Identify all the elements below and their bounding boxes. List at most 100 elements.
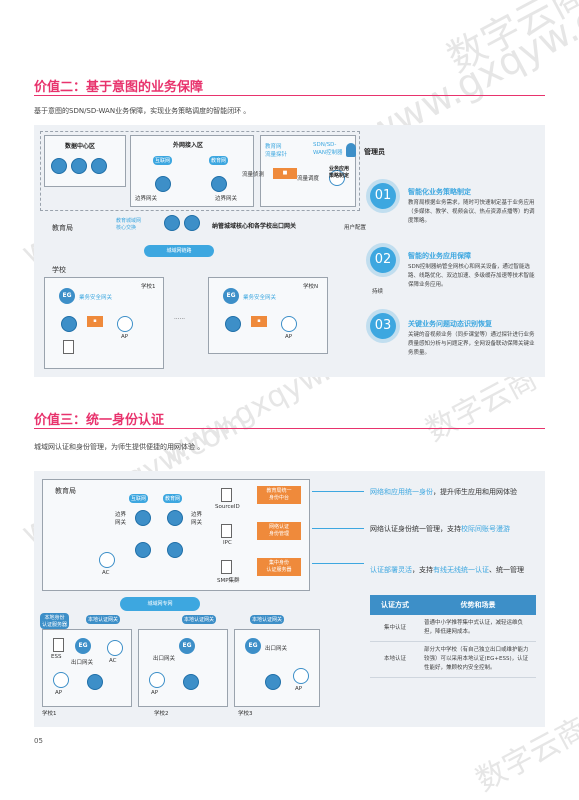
switch-icon bbox=[87, 674, 103, 690]
section3-divider bbox=[34, 428, 545, 429]
note-2: 网络认证身份统一管理，支持校际间账号漫游 bbox=[370, 524, 540, 535]
feature-title: 智能的业务应用保障 bbox=[408, 252, 471, 260]
ipc-label: IPC bbox=[223, 540, 232, 546]
note-highlight: 校际间账号漫游 bbox=[461, 525, 510, 533]
table-cell: 普通中小学推荐集中式认证，减轻运维负担，降低建网成本。 bbox=[420, 615, 536, 642]
table-header: 认证方式 bbox=[370, 595, 420, 615]
border-gateway-label: 边界 网关 bbox=[115, 512, 127, 526]
school2-label: 学校2 bbox=[154, 711, 169, 717]
schoolN-box: 学校N EG 業务安全网关 ▪ AP bbox=[208, 277, 328, 354]
section2-title: 价值二：基于意图的业务保障 bbox=[34, 80, 204, 95]
school2-box: EG 出口网关 AP bbox=[138, 629, 228, 707]
table-header: 优势和场景 bbox=[420, 595, 536, 615]
arrow-line bbox=[312, 563, 364, 564]
local-auth-label: 本地认证网关 bbox=[182, 615, 217, 624]
school1-box: ESS EG 出口网关 AC AP bbox=[42, 629, 132, 707]
flow-probe-label: 教育网 流量探针 bbox=[265, 144, 288, 158]
controller-icon bbox=[329, 170, 345, 186]
city-core-label: 纳管城域核心和各学校出口网关 bbox=[212, 223, 297, 230]
border-gateway-label: 边界 网关 bbox=[191, 512, 203, 526]
ipc-server-icon bbox=[221, 524, 232, 538]
ess-server-icon bbox=[53, 638, 64, 652]
feature-number: 03 bbox=[370, 313, 396, 339]
table-row: 本地认证 部分大中学校（有自己独立出口或维护能力较强）可以采用本地认证(EG+E… bbox=[370, 641, 536, 678]
device-icon: ▪ bbox=[87, 316, 103, 327]
auth-methods-table: 认证方式 优势和场景 集中认证 普通中小学推荐集中式认证，减轻运维负担，降低建网… bbox=[370, 595, 536, 678]
note-highlight: 网络和应用统一身份 bbox=[370, 488, 433, 496]
school3-box: EG 出口网关 AP bbox=[234, 629, 320, 707]
feature-title: 智能化业务策略制定 bbox=[408, 188, 471, 196]
border-gateway-label: 边界网关 bbox=[135, 196, 158, 202]
top-network-area bbox=[40, 131, 360, 211]
admin-icon bbox=[346, 143, 356, 157]
metro-network-cloud: 城域网链路 bbox=[144, 245, 214, 257]
ap-icon bbox=[53, 672, 69, 688]
schoolN-label: 学校N bbox=[303, 284, 319, 290]
exit-gateway-label: 出口网关 bbox=[71, 660, 94, 666]
edu-bureau-zone: 教育局 互联网 教育网 边界 网关 边界 网关 AC SourceID IPC … bbox=[42, 479, 310, 591]
note-highlight: 认证部署灵活 bbox=[370, 566, 412, 574]
router-icon bbox=[135, 510, 151, 526]
switch-icon bbox=[265, 674, 281, 690]
ap-label: AP bbox=[151, 690, 159, 696]
server-icon bbox=[91, 158, 107, 174]
note-text: 网络认证身份统一管理，支持 bbox=[370, 525, 461, 533]
arrow-line bbox=[312, 491, 364, 492]
smp-label: SMP集群 bbox=[217, 578, 240, 584]
feature-number: 01 bbox=[370, 183, 396, 209]
ac-icon bbox=[99, 552, 115, 568]
feature-title: 关键业务问题动态识别恢复 bbox=[408, 320, 492, 328]
page-number: 05 bbox=[34, 737, 43, 745]
ap-icon bbox=[281, 316, 297, 332]
eg-label: 業务安全网关 bbox=[79, 295, 113, 301]
server-icon bbox=[51, 158, 67, 174]
ess-label: ESS bbox=[51, 654, 62, 660]
external-access-zone: 外网接入区 互联网 教育网 边界网关 边界网关 bbox=[130, 135, 254, 207]
border-gateway-label: 边界网关 bbox=[215, 196, 238, 202]
section3-description: 城域网认证和身份管理，为师生提供便捷的用网体验 。 bbox=[34, 443, 205, 451]
ac-icon bbox=[107, 640, 123, 656]
probe-device: ■ bbox=[273, 168, 297, 179]
note-text: ，支持 bbox=[412, 566, 433, 574]
switch-icon bbox=[167, 542, 183, 558]
ellipsis: …… bbox=[174, 315, 185, 321]
ac-label: AC bbox=[102, 570, 110, 576]
smp-cluster-icon bbox=[221, 560, 232, 574]
feature-text: SDN控制器纳管全网核心和网关设备，通过智能选路、线路优化、双边加速、多级缓存加… bbox=[408, 264, 535, 288]
eg-gateway-icon: EG bbox=[179, 638, 195, 654]
ap-label: AP bbox=[121, 334, 129, 340]
eg-gateway-icon: EG bbox=[223, 288, 239, 304]
school1-label: 学校1 bbox=[141, 284, 156, 290]
school3-label: 学校3 bbox=[238, 711, 253, 717]
app-auth-box: 教育局统一 身份中台 bbox=[257, 486, 301, 504]
local-auth-label: 本地认证网关 bbox=[86, 615, 121, 624]
note-highlight: 有线无线统一认证 bbox=[433, 566, 489, 574]
user-config-label: 用户配置 bbox=[344, 225, 367, 231]
table-cell: 集中认证 bbox=[370, 615, 420, 642]
internet-cloud: 互联网 bbox=[153, 156, 173, 165]
eg-label: 業务安全网关 bbox=[243, 295, 277, 301]
device-icon: ▪ bbox=[251, 316, 267, 327]
sourceid-label: SourceID bbox=[215, 504, 240, 510]
ap-label: AP bbox=[285, 334, 293, 340]
table-row: 集中认证 普通中小学推荐集中式认证，减轻运维负担，降低建网成本。 bbox=[370, 615, 536, 642]
internet-cloud: 互联网 bbox=[129, 494, 149, 503]
section3-title: 价值三：统一身份认证 bbox=[34, 413, 165, 428]
router-icon bbox=[211, 176, 227, 192]
note-text: ，提升师生应用和用网体验 bbox=[433, 488, 517, 496]
local-auth-label: 本地身份 认证服务器 bbox=[40, 613, 70, 629]
traffic-schedule-label: 流量调度 bbox=[297, 176, 320, 182]
exit-gateway-label: 出口网关 bbox=[265, 646, 288, 652]
section3-panel: 教育局 互联网 教育网 边界 网关 边界 网关 AC SourceID IPC … bbox=[34, 471, 545, 727]
data-center-label: 数据中心区 bbox=[65, 143, 96, 150]
feature-number: 02 bbox=[370, 247, 396, 273]
eg-gateway-icon: EG bbox=[75, 638, 91, 654]
edu-net-cloud: 教育网 bbox=[209, 156, 229, 165]
ac-label: AC bbox=[109, 658, 117, 664]
central-auth-box: 集中身份 认证服务器 bbox=[257, 558, 301, 576]
ap-label: AP bbox=[55, 690, 63, 696]
section2-panel: 数据中心区 外网接入区 互联网 教育网 边界网关 边界网关 教育网 流量探针 S… bbox=[34, 125, 545, 377]
section2-divider bbox=[34, 95, 545, 96]
sustain-label: 持续 bbox=[372, 289, 384, 295]
business-policy-label: 业务应用 策略制定 bbox=[329, 166, 350, 179]
